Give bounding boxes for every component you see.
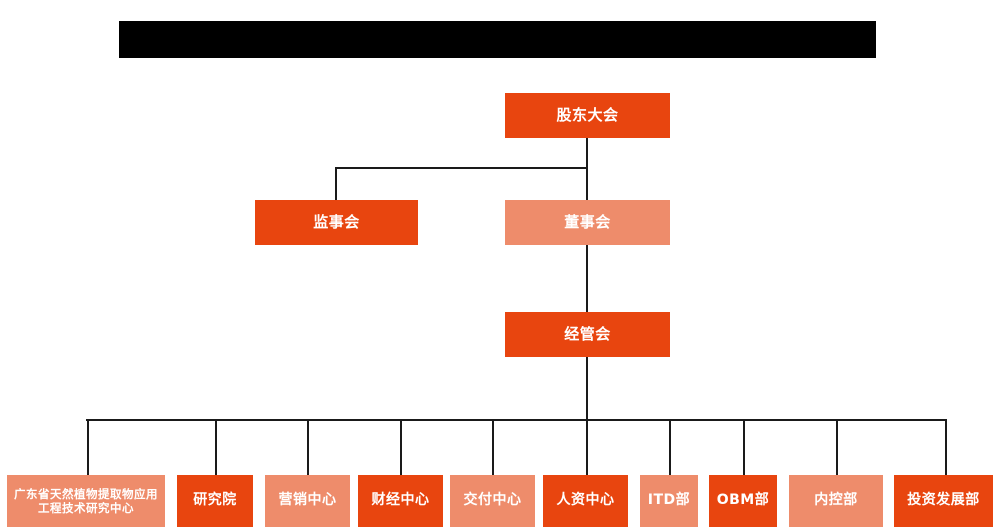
org-node-label: 营销中心	[278, 492, 337, 509]
connector-drop-internal-control-dept	[836, 419, 838, 475]
org-node-label: 投资发展部	[907, 492, 980, 509]
org-node-label: OBM部	[716, 492, 770, 509]
connector-drop-obm-dept	[743, 419, 745, 475]
org-node-label: ITD部	[647, 492, 691, 509]
org-node-obm-dept[interactable]: OBM部	[709, 475, 777, 527]
org-node-label: 财经中心	[371, 492, 430, 509]
connector-drop-directors	[586, 167, 588, 201]
org-node-label: 广东省天然植物提取物应用工程技术研究中心	[14, 486, 158, 515]
org-node-gd-research-center[interactable]: 广东省天然植物提取物应用工程技术研究中心	[7, 475, 165, 527]
org-node-label: 经管会	[564, 325, 611, 344]
org-node-supervisors[interactable]: 监事会	[255, 200, 418, 245]
org-node-hr-center[interactable]: 人资中心	[543, 475, 628, 527]
connector-shareholders-stem	[586, 138, 588, 168]
org-node-management[interactable]: 经管会	[505, 312, 670, 357]
connector-drop-investment-development-dept	[945, 419, 947, 475]
connector-drop-delivery-center	[492, 419, 494, 475]
org-node-label: 交付中心	[463, 492, 522, 509]
org-node-label: 内控部	[814, 492, 858, 509]
connector-directors-to-management	[586, 245, 588, 312]
connector-drop-gd-research-center	[87, 419, 89, 475]
org-node-shareholders[interactable]: 股东大会	[505, 93, 670, 138]
connector-level2-bus	[335, 167, 588, 169]
connector-management-stem	[586, 357, 588, 420]
org-node-label: 人资中心	[556, 492, 615, 509]
org-node-internal-control-dept[interactable]: 内控部	[789, 475, 883, 527]
org-node-investment-development-dept[interactable]: 投资发展部	[894, 475, 993, 527]
org-node-label: 股东大会	[556, 106, 619, 125]
connector-drop-supervisors	[335, 167, 337, 201]
org-node-delivery-center[interactable]: 交付中心	[450, 475, 535, 527]
org-node-finance-center[interactable]: 财经中心	[358, 475, 443, 527]
connector-drop-institute	[215, 419, 217, 475]
org-node-label: 研究院	[193, 492, 237, 509]
connector-drop-itd-dept	[669, 419, 671, 475]
connector-drop-hr-center	[586, 419, 588, 475]
org-node-marketing-center[interactable]: 营销中心	[265, 475, 350, 527]
org-node-institute[interactable]: 研究院	[177, 475, 253, 527]
connector-drop-marketing-center	[307, 419, 309, 475]
org-node-label: 董事会	[564, 213, 611, 232]
org-node-directors[interactable]: 董事会	[505, 200, 670, 245]
connector-level4-bus	[86, 419, 947, 421]
org-node-label: 监事会	[313, 213, 360, 232]
org-node-itd-dept[interactable]: ITD部	[640, 475, 698, 527]
redacted-title-bar	[119, 21, 876, 58]
connector-drop-finance-center	[400, 419, 402, 475]
